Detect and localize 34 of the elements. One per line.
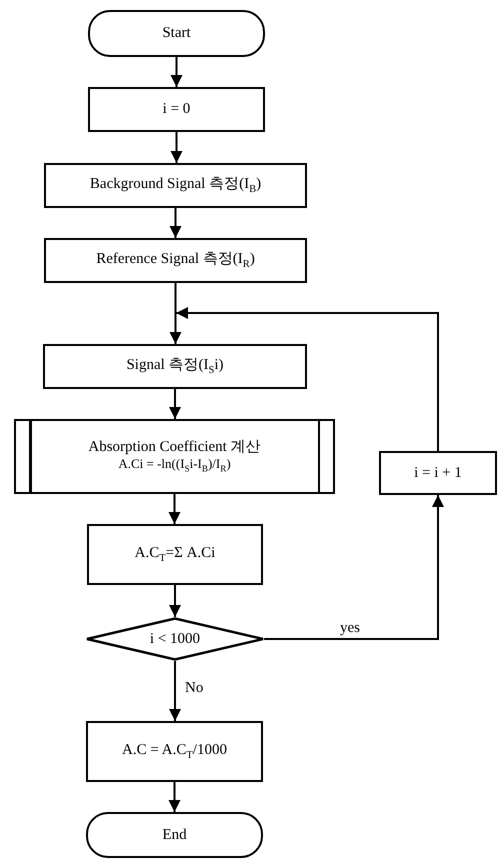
decision-diamond — [86, 617, 264, 661]
arrow — [176, 307, 439, 451]
arrow — [169, 661, 181, 721]
node-text: Background Signal 측정(I$_{B}$) — [90, 174, 262, 196]
node-text: Reference Signal 측정(I$_{R}$) — [96, 250, 255, 272]
terminal-shape — [86, 812, 263, 858]
process-box — [44, 163, 307, 208]
node-text: i = i + 1 — [414, 464, 462, 482]
arrow — [169, 585, 181, 617]
arrow — [170, 57, 182, 87]
process-box — [43, 344, 307, 389]
arrow — [170, 132, 182, 163]
process-box — [86, 721, 263, 782]
process-box — [87, 524, 263, 585]
process-box — [44, 238, 307, 283]
arrow — [264, 495, 444, 640]
node-text: Absorption Coefficient 계산 — [88, 438, 261, 456]
arrow — [170, 208, 182, 238]
node-text: i = 0 — [162, 100, 190, 119]
arrow — [168, 494, 180, 524]
node-text: Start — [162, 24, 191, 43]
arrow — [168, 782, 180, 812]
node-text: i < 1000 — [150, 630, 200, 648]
formula-text: A.Ci = -ln((I$_{S}$i-I$_{B}$)/I$_{R}$) — [118, 456, 231, 476]
predefined-process-box — [14, 419, 335, 494]
node-text: End — [162, 826, 187, 844]
terminal-shape — [88, 10, 265, 57]
node-text: A.C = A.C$_{T}$/1000 — [122, 740, 227, 762]
node-text: Signal 측정(I$_{S}$i) — [126, 356, 224, 378]
process-box — [88, 87, 265, 132]
arrow — [170, 283, 182, 344]
node-text: A.C$_{T}$=Σ A.Ci — [134, 544, 216, 566]
process-box — [379, 451, 497, 495]
arrow — [169, 389, 181, 419]
